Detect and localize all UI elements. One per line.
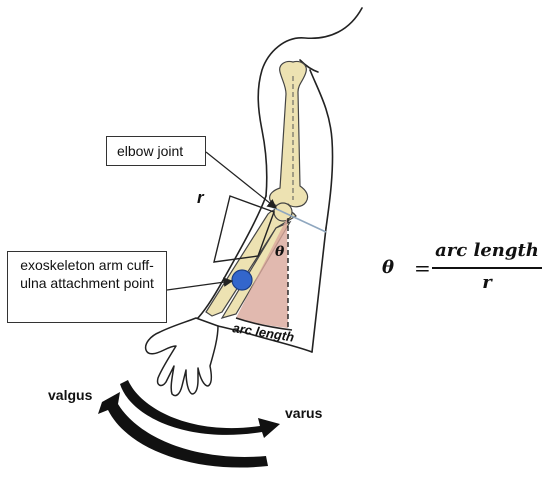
elbow-joint-label: elbow joint	[117, 143, 184, 159]
formula-theta: θ	[382, 257, 395, 278]
arc-sector	[236, 218, 288, 328]
varus-arrow	[120, 380, 280, 438]
hand	[144, 317, 219, 397]
humerus-bone	[269, 60, 309, 208]
valgus-arrow	[98, 392, 268, 468]
upper-arm-outline	[257, 7, 363, 353]
theta-label: θ	[275, 244, 285, 260]
elbow-joint-callout: elbow joint	[106, 136, 206, 166]
rotation-arrows	[98, 380, 280, 468]
varus-label: varus	[285, 405, 323, 421]
arc-length-label-svg: arc length	[232, 320, 296, 345]
attachment-leader-line	[166, 277, 234, 291]
formula-equals: =	[414, 256, 431, 280]
attachment-point-callout: exoskeleton arm cuff-ulna attachment poi…	[7, 251, 167, 323]
arc-length-line	[235, 317, 293, 331]
attachment-point-label: exoskeleton arm cuff-ulna attachment poi…	[20, 257, 154, 291]
attachment-point	[231, 269, 253, 291]
elbow-leader-line	[205, 151, 277, 209]
arc-length-label: arc length	[232, 320, 296, 345]
elbow-axis-line	[269, 205, 327, 233]
formula-denominator: r	[482, 272, 492, 293]
radius-label: r	[197, 188, 204, 207]
angle-formula: θ = arc length r	[378, 238, 546, 298]
valgus-label: valgus	[48, 387, 93, 403]
formula-fraction-bar	[432, 267, 542, 269]
radius-bracket	[213, 195, 275, 263]
formula-numerator: arc length	[435, 240, 539, 261]
